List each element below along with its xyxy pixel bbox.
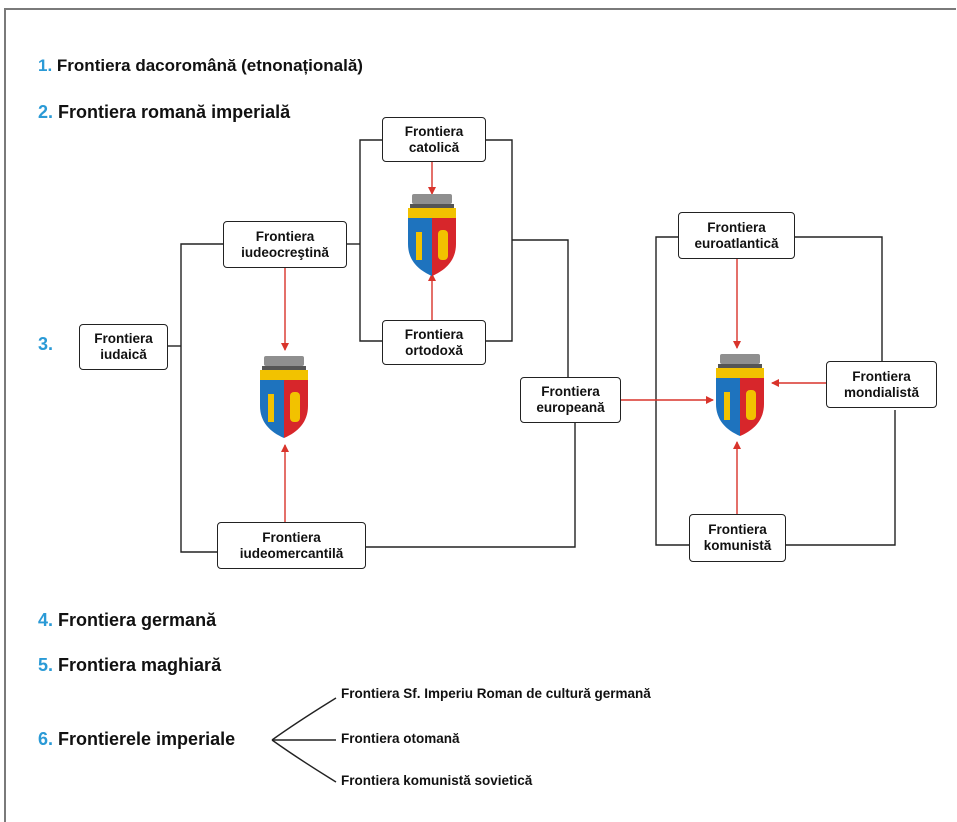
heading-item-6: 6. Frontierele imperiale xyxy=(38,729,236,749)
coat-of-arms-icon xyxy=(408,194,456,276)
imperial-item: Frontiera Sf. Imperiu Roman de cultură g… xyxy=(341,686,651,701)
connector-line xyxy=(786,410,896,546)
coat-of-arms-icon xyxy=(260,356,308,438)
imperial-item: Frontiera komunistă sovietică xyxy=(341,773,533,788)
branch-line xyxy=(271,697,337,741)
diagram-frame xyxy=(4,8,956,822)
heading-item-3: 3. xyxy=(38,334,54,354)
heading-item-1: 1. Frontiera dacoromână (etnonațională) xyxy=(38,56,363,75)
coat-of-arms-icon xyxy=(716,354,764,436)
connector-line xyxy=(180,243,224,553)
connector-line xyxy=(366,415,576,548)
heading-item-5: 5. Frontiera maghiară xyxy=(38,655,222,675)
connector-line xyxy=(359,139,383,342)
connector-line xyxy=(795,236,883,390)
connector-line xyxy=(655,236,690,546)
branch-line xyxy=(271,739,337,783)
connector-line xyxy=(486,139,513,342)
heading-item-4: 4. Frontiera germană xyxy=(38,610,217,630)
connector-line xyxy=(512,239,569,390)
heading-item-2: 2. Frontiera romană imperială xyxy=(38,102,291,122)
imperial-item: Frontiera otomană xyxy=(341,731,460,746)
